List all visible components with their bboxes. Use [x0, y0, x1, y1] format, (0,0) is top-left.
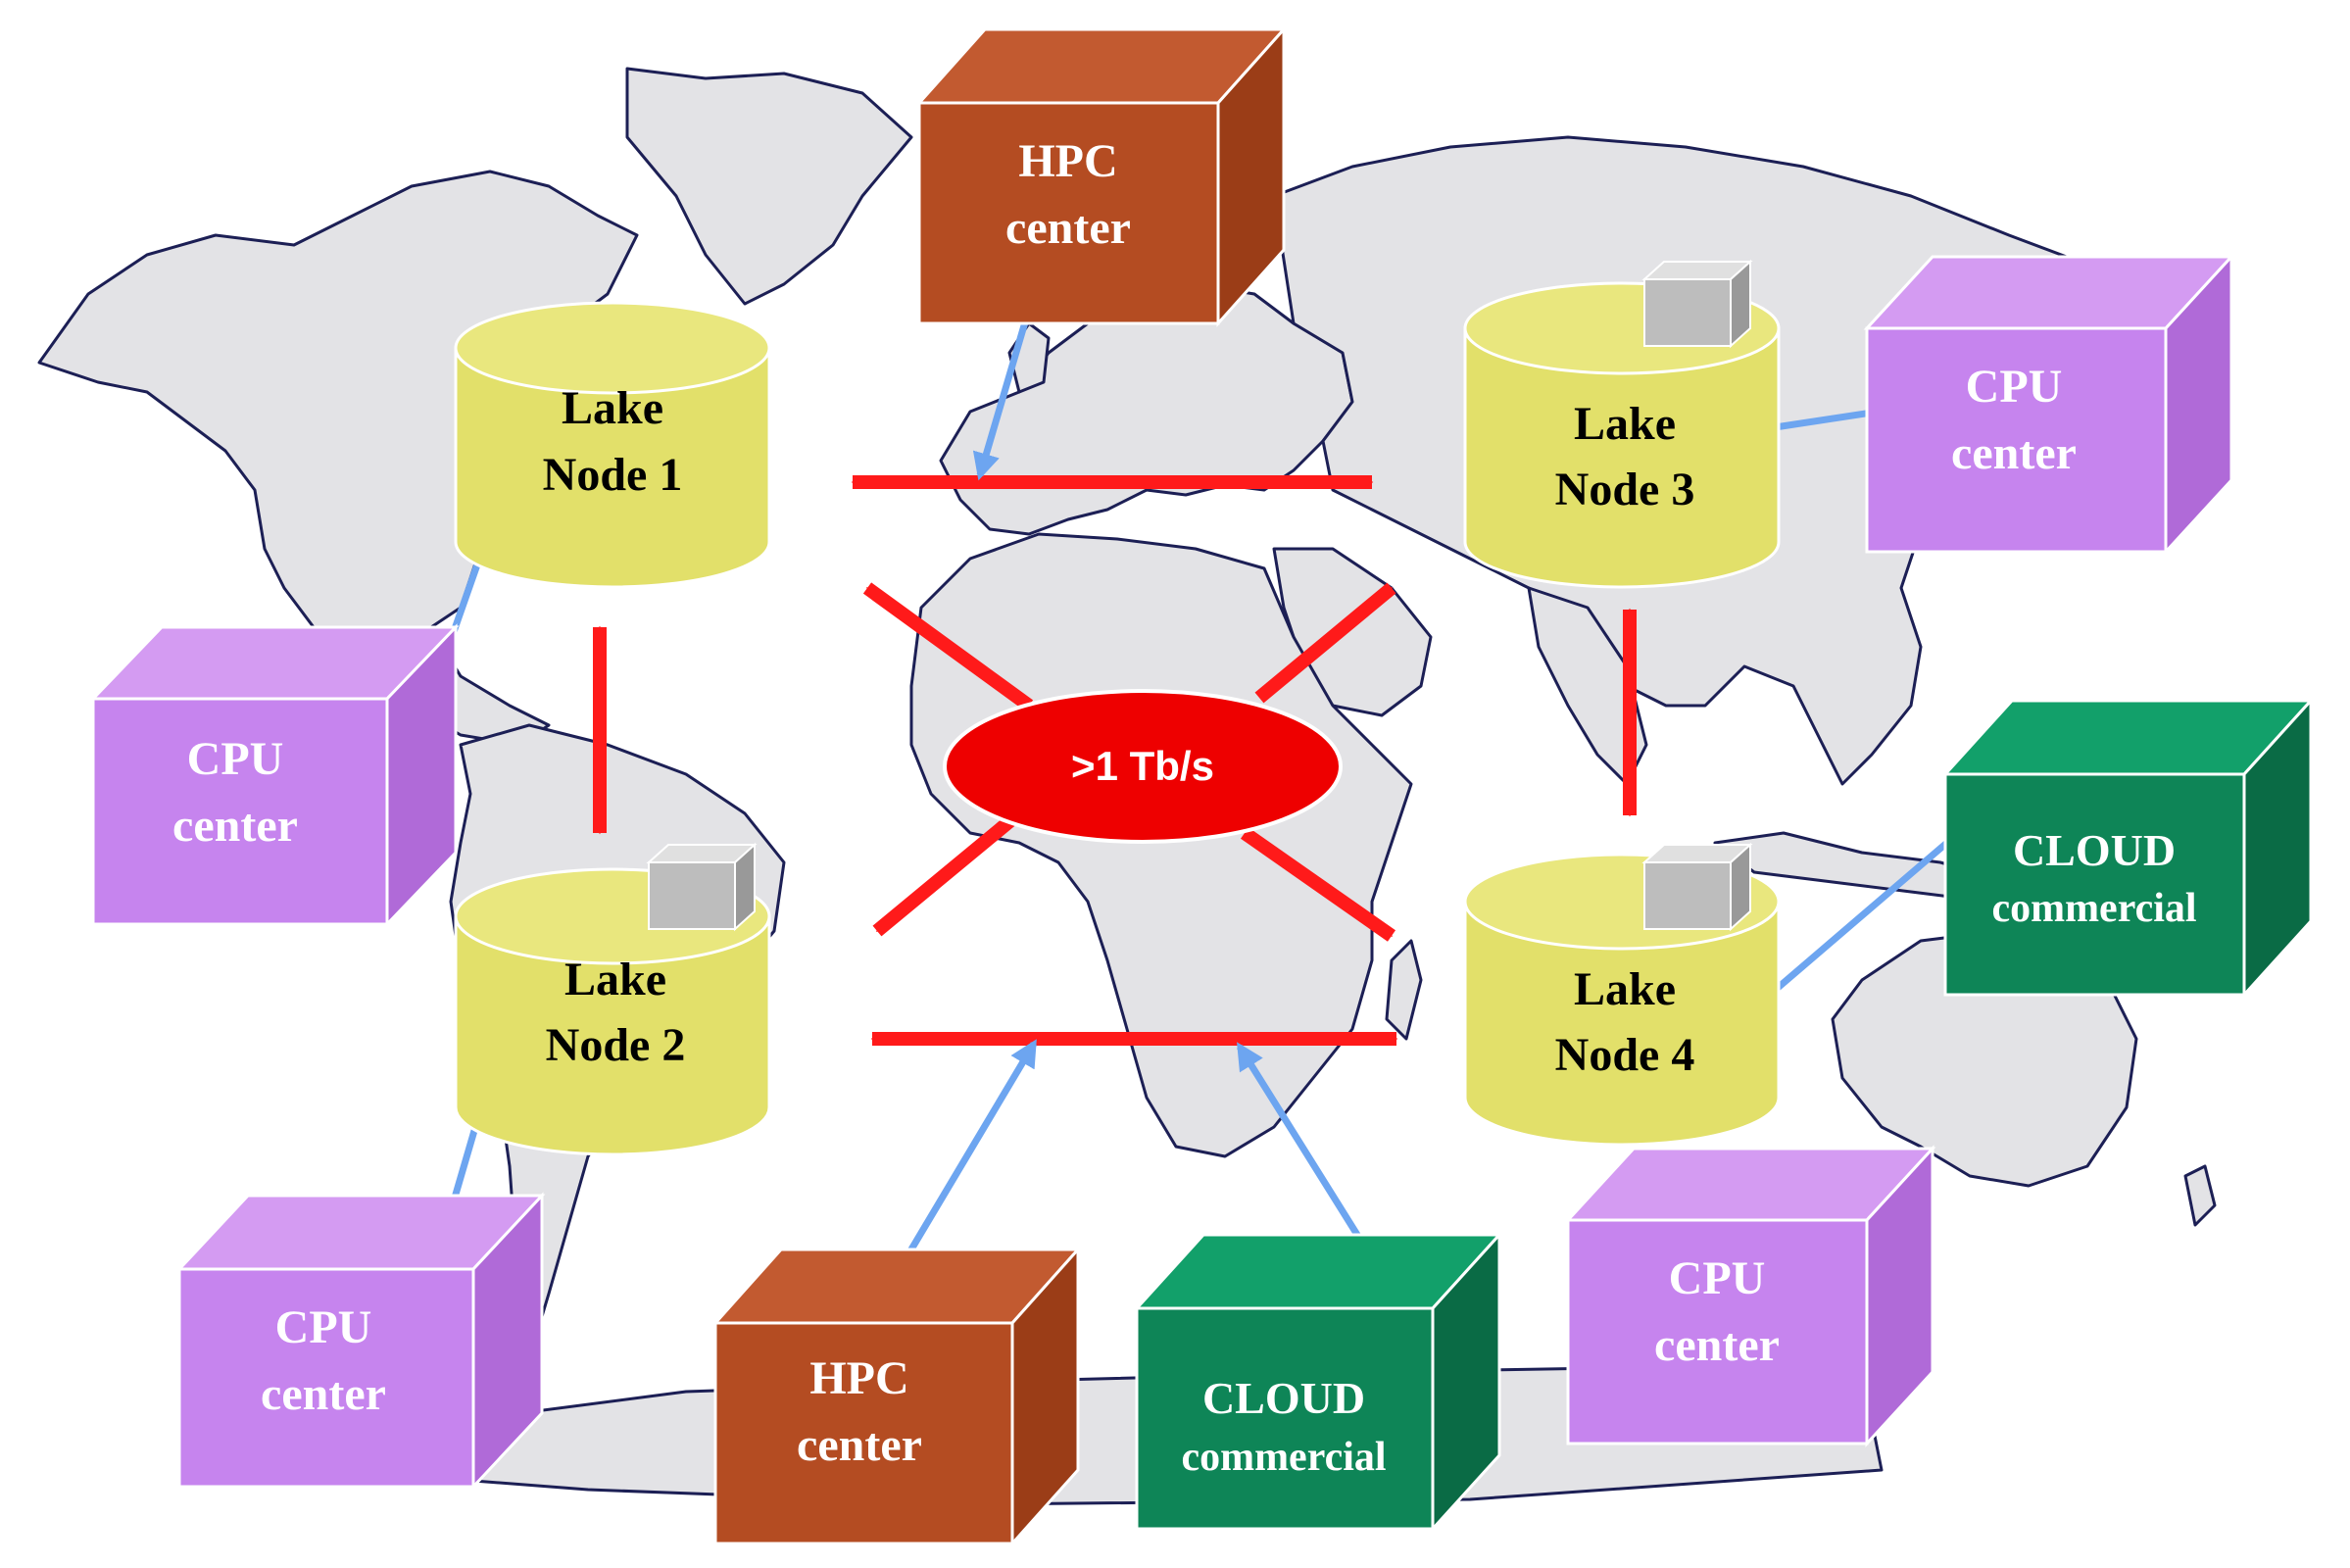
cpu-label-line2: center	[1654, 1319, 1780, 1371]
cpu-label-line1: CPU	[1966, 361, 2063, 413]
lake-node-label-line1: Lake	[562, 382, 663, 434]
cpu-label-line2: center	[172, 800, 298, 852]
badge-label: >1 Tb/s	[1071, 743, 1214, 789]
mini-cube-icon	[646, 842, 758, 932]
hpc-center-bottom: HPC center	[711, 1246, 1082, 1547]
lake-node-label-line2: Node 2	[546, 1019, 686, 1071]
lake-node-label-line2: Node 4	[1555, 1029, 1695, 1081]
bandwidth-badge: >1 Tb/s	[943, 689, 1343, 844]
cloud-label-line1: CLOUD	[2013, 825, 2176, 875]
cloud-label-line2: commercial	[1181, 1435, 1386, 1480]
hpc-label-line1: HPC	[1018, 135, 1117, 187]
cpu-center-bottom-right: CPU center	[1564, 1145, 1936, 1447]
madagascar-shape	[1385, 939, 1423, 1041]
hpc-label-line2: center	[797, 1419, 922, 1471]
mini-cube-icon	[1641, 259, 1753, 349]
lake-node-label-line2: Node 1	[543, 449, 683, 501]
link-hpc-top-node1	[972, 293, 1040, 481]
cpu-center-bottom-left: CPU center	[175, 1192, 546, 1491]
mini-cube-icon	[1641, 842, 1753, 932]
cpu-label-line2: center	[261, 1368, 386, 1420]
cloud-label-line1: CLOUD	[1202, 1373, 1365, 1423]
hpc-label-line1: HPC	[809, 1352, 908, 1404]
cylinder-body	[1463, 900, 1781, 1147]
backbone-links	[593, 475, 1637, 1046]
cylinder-body	[454, 914, 771, 1156]
link-hub-node4	[1240, 827, 1396, 942]
lake-node-4: Lake Node 4	[1463, 842, 1781, 1147]
link-hpc-bottom-bus	[893, 1039, 1038, 1279]
lake-node-label-line2: Node 3	[1555, 464, 1695, 515]
cloud-label-line2: commercial	[1991, 886, 2196, 931]
cpu-label-line1: CPU	[275, 1301, 372, 1353]
cylinder-body	[454, 346, 771, 589]
lake-node-label-line1: Lake	[564, 954, 666, 1005]
new-zealand-shape	[2183, 1164, 2217, 1227]
lake-node-2: Lake Node 2	[454, 842, 771, 1156]
cpu-label-line1: CPU	[187, 733, 284, 785]
lake-node-3: Lake Node 3	[1463, 259, 1781, 589]
cloud-center-bottom: CLOUD commercial	[1133, 1231, 1503, 1533]
cloud-center-right: CLOUD commercial	[1941, 697, 2315, 999]
lake-node-label-line1: Lake	[1574, 963, 1676, 1015]
cpu-center-right: CPU center	[1863, 253, 2235, 556]
hpc-center-top: HPC center	[915, 25, 1288, 327]
cpu-center-left: CPU center	[89, 623, 460, 928]
badge-ellipse	[943, 689, 1343, 844]
link-hub-node1	[862, 582, 1034, 711]
greenland-shape	[625, 67, 913, 306]
link-hub-node3	[1254, 582, 1396, 704]
cylinder-body	[1463, 326, 1781, 589]
cylinder-top	[454, 301, 771, 395]
cpu-label-line1: CPU	[1669, 1252, 1766, 1304]
lake-node-label-line1: Lake	[1574, 398, 1676, 450]
hpc-label-line2: center	[1005, 202, 1131, 254]
link-hub-node2	[872, 808, 1024, 937]
lake-node-1: Lake Node 1	[454, 301, 771, 589]
cpu-label-line2: center	[1951, 427, 2077, 479]
